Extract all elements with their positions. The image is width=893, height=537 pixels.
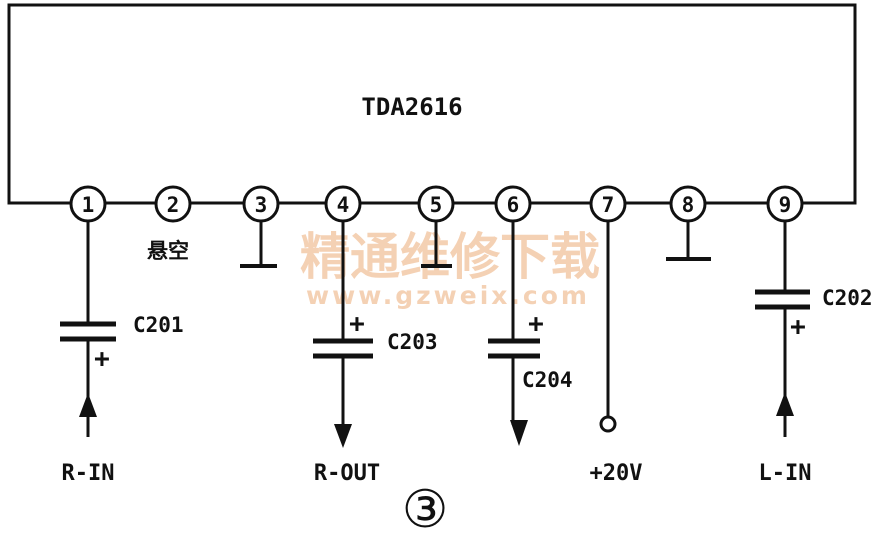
watermark-title: 精通维修下载 (300, 228, 600, 286)
pin-4-number: 4 (337, 193, 350, 217)
c204-label: C204 (522, 368, 573, 392)
pin-5-ground (421, 221, 452, 268)
c202-label: C202 (822, 286, 873, 310)
pin-7: 7 (589, 185, 627, 223)
supply-label: +20V (590, 461, 643, 486)
c201-polarity: + (94, 344, 110, 374)
pin-7-number: 7 (602, 193, 615, 217)
pin-6-number: 6 (507, 193, 520, 217)
watermark-url: www.gzweix.com (306, 281, 590, 310)
pin-6: 6 (494, 185, 532, 223)
c204-polarity: + (528, 309, 544, 339)
pin-3: 3 (242, 185, 280, 223)
c203-label: C203 (387, 330, 438, 354)
pin-5-number: 5 (430, 193, 443, 217)
pin-3-number: 3 (255, 193, 268, 217)
r-out-label: R-OUT (314, 461, 380, 486)
r-in-label: R-IN (62, 461, 115, 486)
pin-2-number: 2 (167, 193, 180, 217)
pin-1-number: 1 (82, 193, 95, 217)
pin-6-circuit (488, 221, 540, 425)
pin-3-ground (240, 221, 277, 268)
c202-polarity: + (790, 312, 806, 342)
r-in-circuit (60, 221, 116, 437)
pin-2-note: 悬空 (147, 239, 189, 263)
c201-label: C201 (133, 313, 184, 337)
r-out-arrow-down (334, 424, 352, 448)
pin-9-number: 9 (779, 193, 792, 217)
l-in-label: L-IN (759, 461, 812, 486)
r-in-arrow-up (79, 393, 97, 417)
pin-4: 4 (324, 185, 362, 223)
pin-2: 2 (154, 185, 192, 223)
pin-8: 8 (669, 185, 707, 223)
supply-circuit (599, 221, 617, 433)
pin-6-arrow-down (510, 420, 528, 446)
pin-9: 9 (766, 185, 804, 223)
pin-8-ground (666, 221, 711, 261)
pin-8-number: 8 (682, 193, 695, 217)
ic-name: TDA2616 (361, 93, 462, 121)
figure-number: ③ (402, 480, 449, 537)
c203-polarity: + (349, 309, 365, 339)
pin-5: 5 (417, 185, 455, 223)
l-in-arrow-up (776, 392, 794, 416)
pin-1: 1 (69, 185, 107, 223)
r-out-circuit (313, 221, 373, 428)
